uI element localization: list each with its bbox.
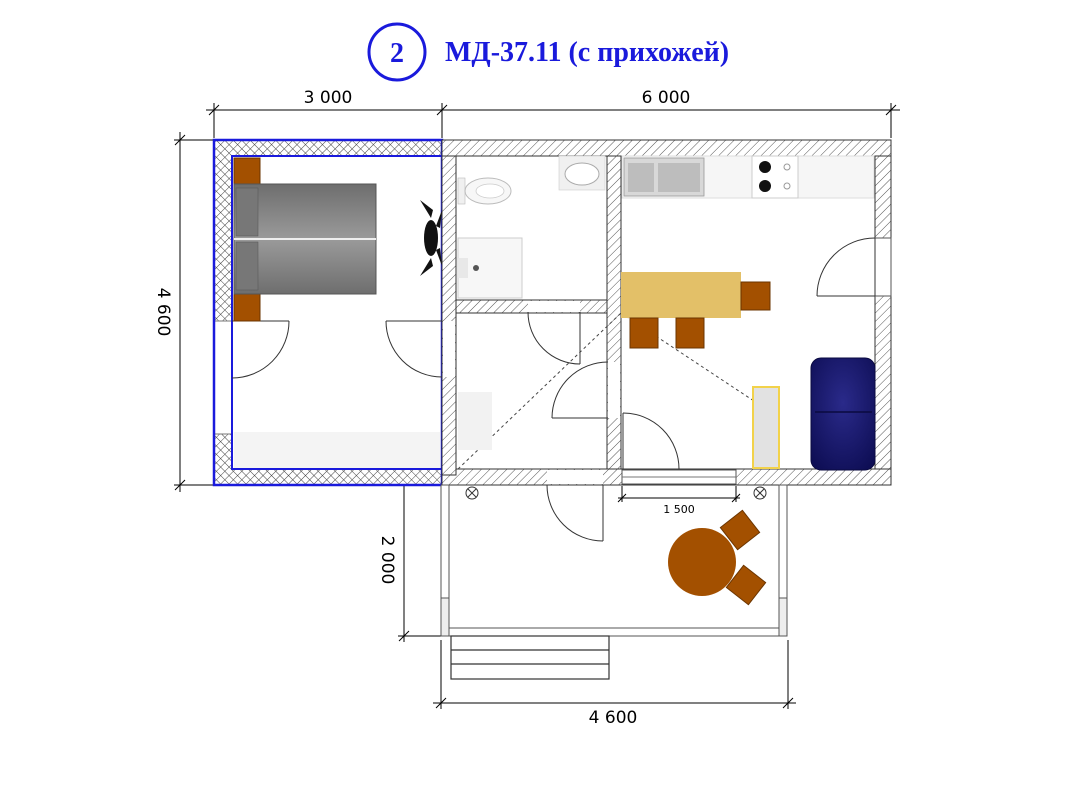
sofa: [810, 357, 876, 471]
pillow-bottom: [235, 241, 259, 291]
pillow-top: [235, 187, 259, 237]
shower-tray: [457, 237, 523, 299]
nightstand-top: [233, 157, 261, 187]
walls: [212, 138, 892, 487]
nightstand-bottom: [233, 293, 261, 322]
plant-icon: [420, 200, 442, 276]
header: 2 МД-37.11 (с прихожей): [367, 22, 729, 82]
stove-burner-icon: [759, 180, 771, 192]
wardrobe: [234, 432, 440, 468]
hall-cabinet: [458, 392, 492, 450]
cabinet: [752, 386, 780, 469]
page-title: МД-37.11 (с прихожей): [445, 37, 729, 68]
plan-number: 2: [390, 38, 404, 69]
chair: [675, 317, 705, 349]
dimension-lines: [174, 103, 900, 709]
dimension-window: 1 500: [663, 503, 695, 516]
sink-icon: [564, 162, 600, 186]
dimension-top-left: 3 000: [304, 88, 353, 108]
chair: [740, 281, 771, 311]
doors: [231, 237, 876, 542]
porch-steps: [450, 635, 610, 680]
dimension-left: 4 600: [153, 288, 173, 337]
bathroom-fixtures: [457, 155, 606, 299]
dimension-porch-left: 2 000: [377, 536, 397, 585]
porch: [440, 484, 788, 637]
porch-furniture: [668, 509, 767, 606]
porch-chair: [719, 509, 761, 551]
porch-table: [668, 528, 736, 596]
dining-table: [621, 272, 741, 318]
bedroom-furniture: [233, 157, 442, 468]
dimension-top-right: 6 000: [642, 88, 691, 108]
stove: [751, 155, 799, 199]
plan-number-circle: [367, 22, 427, 82]
porch-chair: [725, 564, 767, 606]
dimension-bottom: 4 600: [589, 708, 638, 728]
stove-burner-icon: [759, 161, 771, 173]
kitchen-furniture: [621, 155, 876, 471]
chair: [629, 317, 659, 349]
toilet-tank: [457, 177, 466, 205]
shower-drain-icon: [473, 265, 479, 271]
